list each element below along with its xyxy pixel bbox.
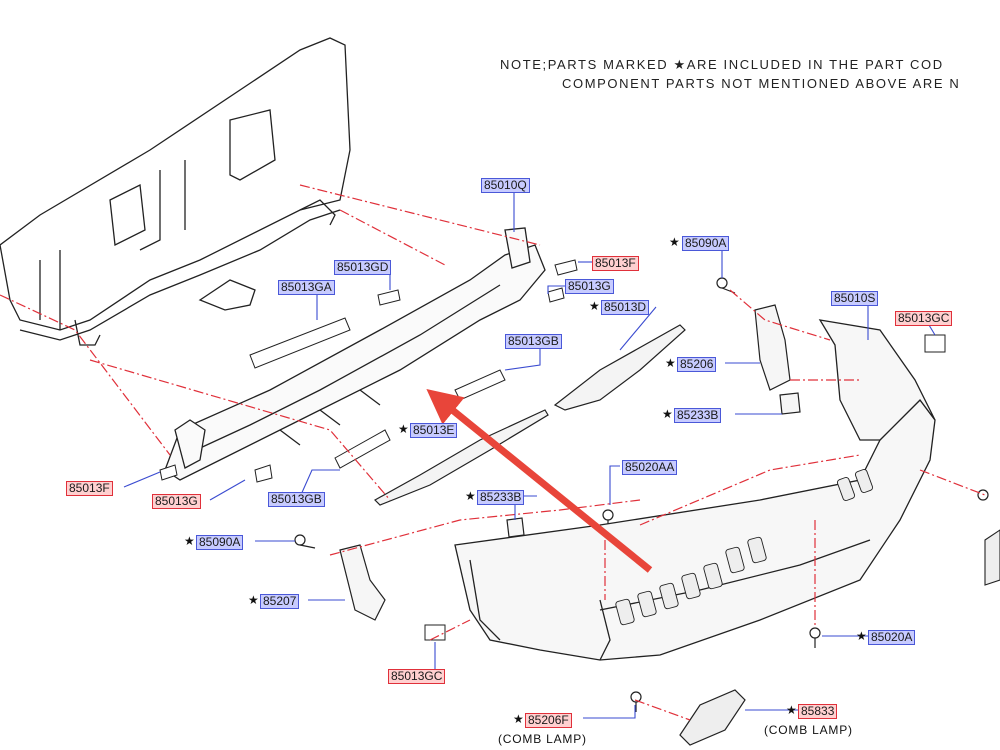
part-label-85833[interactable]: 85833: [798, 704, 838, 719]
note-line-1: NOTE;PARTS MARKED ★ARE INCLUDED IN THE P…: [500, 57, 944, 72]
part-label-85207[interactable]: 85207: [260, 594, 300, 609]
absorber-85013D: [553, 324, 686, 411]
part-label-85020A[interactable]: 85020A: [868, 630, 916, 645]
star-85090A-top: ★: [669, 235, 680, 249]
part-label-85013G-top[interactable]: 85013G: [565, 279, 614, 294]
brackets: [339, 304, 801, 621]
star-85233B-right: ★: [662, 407, 673, 421]
star-85020A: ★: [856, 629, 867, 643]
part-label-85013GC-right[interactable]: 85013GC: [895, 311, 953, 326]
part-label-85090A-left[interactable]: 85090A: [196, 535, 244, 550]
part-label-85010S[interactable]: 85010S: [831, 291, 879, 306]
caption-comb-lamp-left: (COMB LAMP): [498, 732, 587, 746]
strip-85013E: [374, 409, 549, 506]
part-label-85013GC-left[interactable]: 85013GC: [388, 669, 446, 684]
star-85833: ★: [786, 703, 797, 717]
tape-pieces: [159, 259, 946, 641]
leader-lines: [0, 184, 986, 721]
part-label-85013E[interactable]: 85013E: [410, 423, 458, 438]
star-85206F: ★: [513, 712, 524, 726]
comb-lamp-85833: [679, 689, 746, 746]
part-label-85013F-top[interactable]: 85013F: [592, 256, 639, 271]
star-85013D: ★: [589, 299, 600, 313]
part-label-85013GB-bottom[interactable]: 85013GB: [268, 492, 325, 507]
star-85090A-left: ★: [184, 534, 195, 548]
star-85013E: ★: [398, 422, 409, 436]
part-label-85206F[interactable]: 85206F: [525, 713, 572, 728]
star-85233B-mid: ★: [465, 489, 476, 503]
label-leaders: [123, 191, 936, 719]
part-label-85020AA[interactable]: 85020AA: [622, 460, 678, 475]
fasteners: [294, 277, 989, 712]
note-line-2: COMPONENT PARTS NOT MENTIONED ABOVE ARE …: [562, 76, 961, 91]
highlight-arrow: [426, 388, 653, 573]
part-label-85013GA[interactable]: 85013GA: [278, 280, 335, 295]
bumper-step-pads: [615, 469, 874, 626]
part-label-85013G-left[interactable]: 85013G: [152, 494, 201, 509]
reinforcement-beam: [164, 227, 546, 481]
body-panel: [0, 37, 351, 346]
part-label-85090A-top[interactable]: 85090A: [682, 236, 730, 251]
part-label-85233B-mid[interactable]: 85233B: [477, 490, 525, 505]
part-label-85013D[interactable]: 85013D: [601, 300, 650, 315]
part-label-85010Q[interactable]: 85010Q: [481, 178, 530, 193]
part-label-85233B-right[interactable]: 85233B: [674, 408, 722, 423]
part-label-85013GD[interactable]: 85013GD: [334, 260, 392, 275]
caption-comb-lamp-right: (COMB LAMP): [764, 723, 853, 737]
star-85207: ★: [248, 593, 259, 607]
part-label-85013F-left[interactable]: 85013F: [66, 481, 113, 496]
part-label-85013GB-top[interactable]: 85013GB: [505, 334, 562, 349]
right-partial-part: [984, 529, 1000, 586]
star-85206: ★: [665, 356, 676, 370]
part-label-85206[interactable]: 85206: [677, 357, 717, 372]
